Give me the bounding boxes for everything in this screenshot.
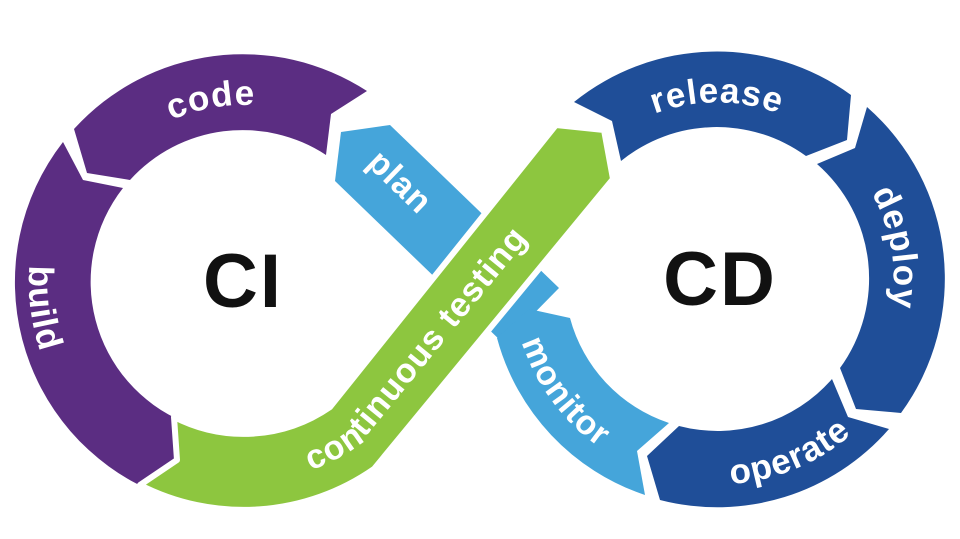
continuous-testing-band (137, 122, 616, 513)
deploy-segment (817, 107, 945, 413)
code-segment (74, 54, 367, 180)
operate-segment (647, 379, 889, 508)
monitor-band (497, 309, 669, 495)
build-segment (14, 142, 191, 492)
cd-label: CD (663, 237, 777, 322)
ci-label: CI (203, 239, 283, 324)
release-segment (574, 51, 851, 161)
